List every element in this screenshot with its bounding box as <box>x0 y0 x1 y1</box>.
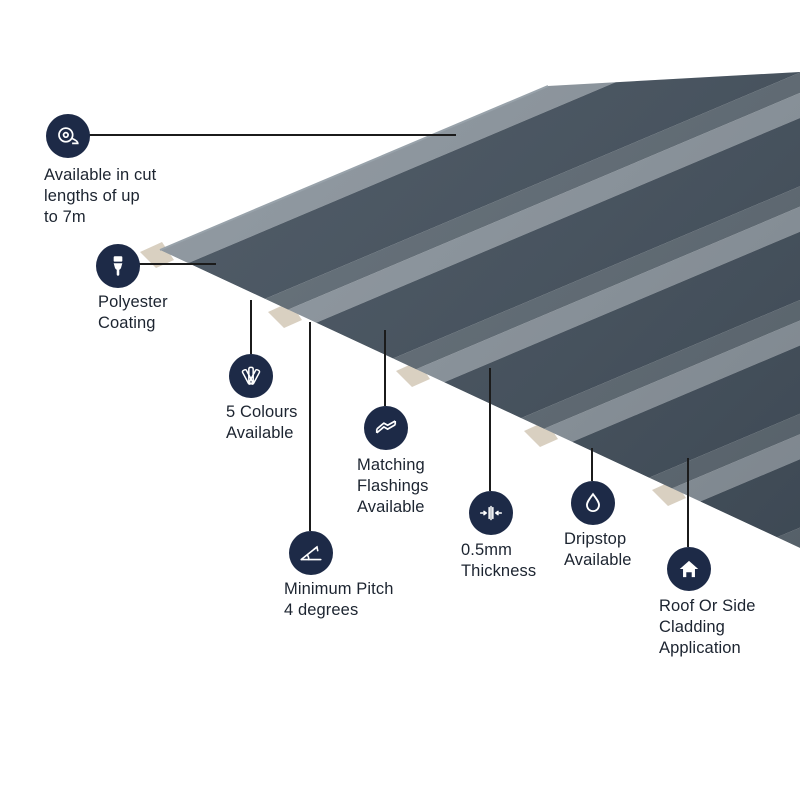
callout-label: Roof Or Side Cladding Application <box>659 597 756 658</box>
callout-line <box>384 330 386 406</box>
callout-line <box>591 448 593 481</box>
callout-line <box>489 368 491 491</box>
callout-label: 0.5mm Thickness <box>461 541 537 581</box>
callout-line <box>250 300 252 354</box>
callout-label: Minimum Pitch 4 degrees <box>284 580 394 620</box>
callout-line <box>138 263 216 265</box>
callout-label: 5 Colours Available <box>226 403 298 443</box>
dripstop-icon <box>571 481 615 525</box>
callout-label: Matching Flashings Available <box>357 456 429 517</box>
callout-line <box>88 134 456 136</box>
house-cladding-icon <box>667 547 711 591</box>
minimum-pitch-icon <box>289 531 333 575</box>
callout-label: Available in cut lengths of up to 7m <box>44 166 157 227</box>
flashing-icon <box>364 406 408 450</box>
callout-line <box>309 322 311 531</box>
tape-measure-icon <box>46 114 90 158</box>
sheet-left-edge-highlight <box>159 85 549 251</box>
colour-fan-icon <box>229 354 273 398</box>
thickness-icon <box>469 491 513 535</box>
callout-label: Polyester Coating <box>98 293 168 333</box>
paintbrush-icon <box>96 244 140 288</box>
callout-line <box>687 458 689 547</box>
callout-label: Dripstop Available <box>564 530 632 570</box>
